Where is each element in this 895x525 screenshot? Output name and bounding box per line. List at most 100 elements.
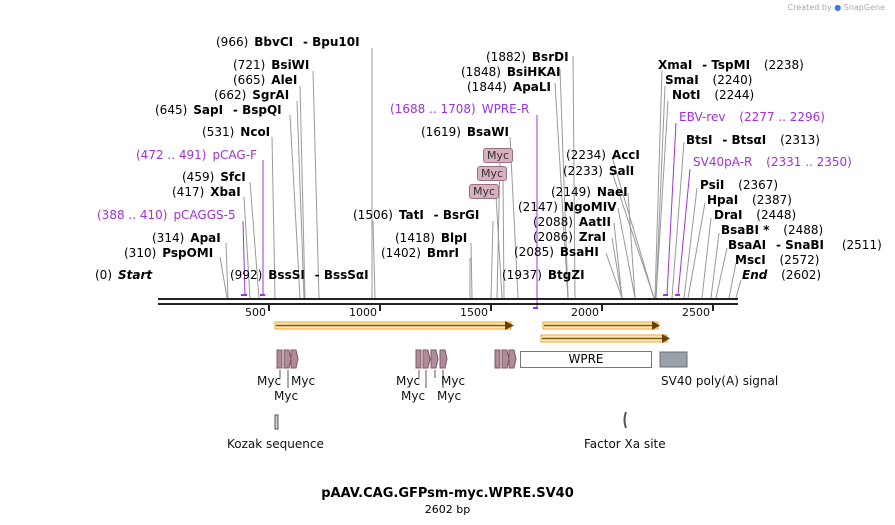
leader-line <box>715 247 728 299</box>
primer-label: EBV-rev (2277 .. 2296) <box>679 110 825 124</box>
leader-line <box>312 70 320 299</box>
factor-xa-label: Factor Xa site <box>584 437 666 451</box>
axis-tick-label: 1500 <box>460 306 488 319</box>
site-label: BsaAI - SnaBI (2511) <box>728 238 882 252</box>
map-title: pAAV.CAG.GFPsm-myc.WPRE.SV40 <box>321 486 574 501</box>
myc-label: Myc <box>274 389 299 403</box>
primer-line <box>677 168 691 296</box>
myc-label: Myc <box>441 374 466 388</box>
leader-line <box>728 262 737 299</box>
leader-line <box>289 114 301 299</box>
leader-line <box>627 192 636 299</box>
leader-line <box>299 85 306 299</box>
factor-xa-feature <box>623 411 627 429</box>
myc-label: Myc <box>396 374 421 388</box>
leader-line <box>671 141 685 299</box>
site-label: (1506)TatI - BsrGI <box>353 208 480 222</box>
sv40-label: SV40 poly(A) signal <box>661 374 779 388</box>
site-label: MscI (2572) <box>735 253 820 267</box>
myc-box-1: Myc <box>483 148 514 163</box>
leader-line <box>372 220 376 299</box>
leader-line <box>735 279 742 299</box>
site-label: (1844)ApaLI <box>467 80 551 94</box>
myc-tag-features <box>276 349 517 369</box>
site-label: SmaI (2240) <box>665 73 753 87</box>
myc-box-3: Myc <box>469 184 500 199</box>
site-label: (966)BbvCI - Bpu10I <box>216 35 360 49</box>
myc-label: Myc <box>437 389 462 403</box>
primer-label: SV40pA-R (2331 .. 2350) <box>693 155 852 169</box>
leader-line <box>559 68 569 299</box>
site-label: NotI (2244) <box>672 88 755 102</box>
site-label: (721)BsiWI <box>233 58 310 72</box>
wpre-feature: WPRE <box>520 351 652 368</box>
axis-tick-label: 500 <box>245 306 266 319</box>
myc-label: Myc <box>401 389 426 403</box>
leader-line <box>296 100 305 299</box>
leader-line <box>219 256 228 299</box>
leader-line <box>249 181 260 299</box>
site-label: (1937)BtgZI <box>502 268 585 282</box>
leader-line <box>683 187 698 299</box>
leader-line <box>611 171 655 299</box>
site-label: (310)PspOMI <box>124 246 214 260</box>
leader-line <box>655 100 669 299</box>
kozak-label: Kozak sequence <box>227 437 324 451</box>
site-label: (2147)NgoMIV <box>518 200 617 214</box>
brand-text: SnapGene <box>843 3 885 12</box>
leader-line <box>490 220 494 299</box>
site-label: (531)NcoI <box>202 125 271 139</box>
leader-line <box>509 136 519 299</box>
leader-line <box>572 55 576 299</box>
site-label: (2233)SalI <box>563 164 635 178</box>
leader-line <box>611 237 623 299</box>
backbone-top-strand <box>158 298 738 300</box>
brand-small-text: Created by <box>787 3 832 12</box>
site-label: (645)SapI - BspQI <box>155 103 282 117</box>
site-label-start: (0)Start <box>95 268 153 282</box>
axis-tick-label: 1000 <box>349 306 377 319</box>
leader-line <box>496 159 501 299</box>
site-label: (992)BssSI - BssSαI <box>230 268 369 282</box>
site-label: DraI (2448) <box>714 208 797 222</box>
leader-line <box>225 242 229 299</box>
leader-line <box>611 156 655 299</box>
site-label: (2149)NaeI <box>551 185 628 199</box>
site-label: HpaI (2387) <box>707 193 792 207</box>
leader-line <box>470 242 473 299</box>
snapgene-brand: Created by ● SnapGene <box>788 3 885 12</box>
leader-line <box>613 222 623 299</box>
site-label: (665)AleI <box>233 73 298 87</box>
site-label: (2234)AccI <box>566 148 640 162</box>
site-leader-lines <box>219 48 742 299</box>
map-length: 2602 bp <box>424 503 471 516</box>
axis-tick-label: 2500 <box>682 306 710 319</box>
site-label: (1402)BmrI <box>381 246 459 260</box>
site-label: (1619)BsaWI <box>421 125 509 139</box>
leader-line <box>710 232 720 299</box>
site-label: (2086)ZraI <box>533 230 607 244</box>
site-label: BtsI - BtsαI (2313) <box>686 133 820 147</box>
site-label: PsiI (2367) <box>700 178 779 192</box>
leader-line <box>617 207 636 299</box>
site-label: BsaBI * (2488) <box>721 223 824 237</box>
site-label: (459)SfcI <box>182 170 246 184</box>
leader-line <box>566 279 569 299</box>
site-label: (2088)AatII <box>533 215 611 229</box>
myc-label: Myc <box>291 374 316 388</box>
myc-label: Myc <box>257 374 282 388</box>
site-label: (662)SgrAI <box>214 88 290 102</box>
snapgene-logo-icon: ● <box>834 3 842 12</box>
myc-box-2: Myc <box>477 166 508 181</box>
site-label: (417)XbaI <box>172 185 241 199</box>
site-label: (1418)BlpI <box>395 231 468 245</box>
leader-line <box>271 136 276 299</box>
leader-line <box>687 202 706 299</box>
myc-connectors <box>279 370 444 388</box>
backbone-bottom-strand <box>158 303 738 305</box>
site-label: (1882)BsrDI <box>486 50 569 64</box>
sv40-feature <box>659 351 688 368</box>
leader-line <box>554 82 569 299</box>
